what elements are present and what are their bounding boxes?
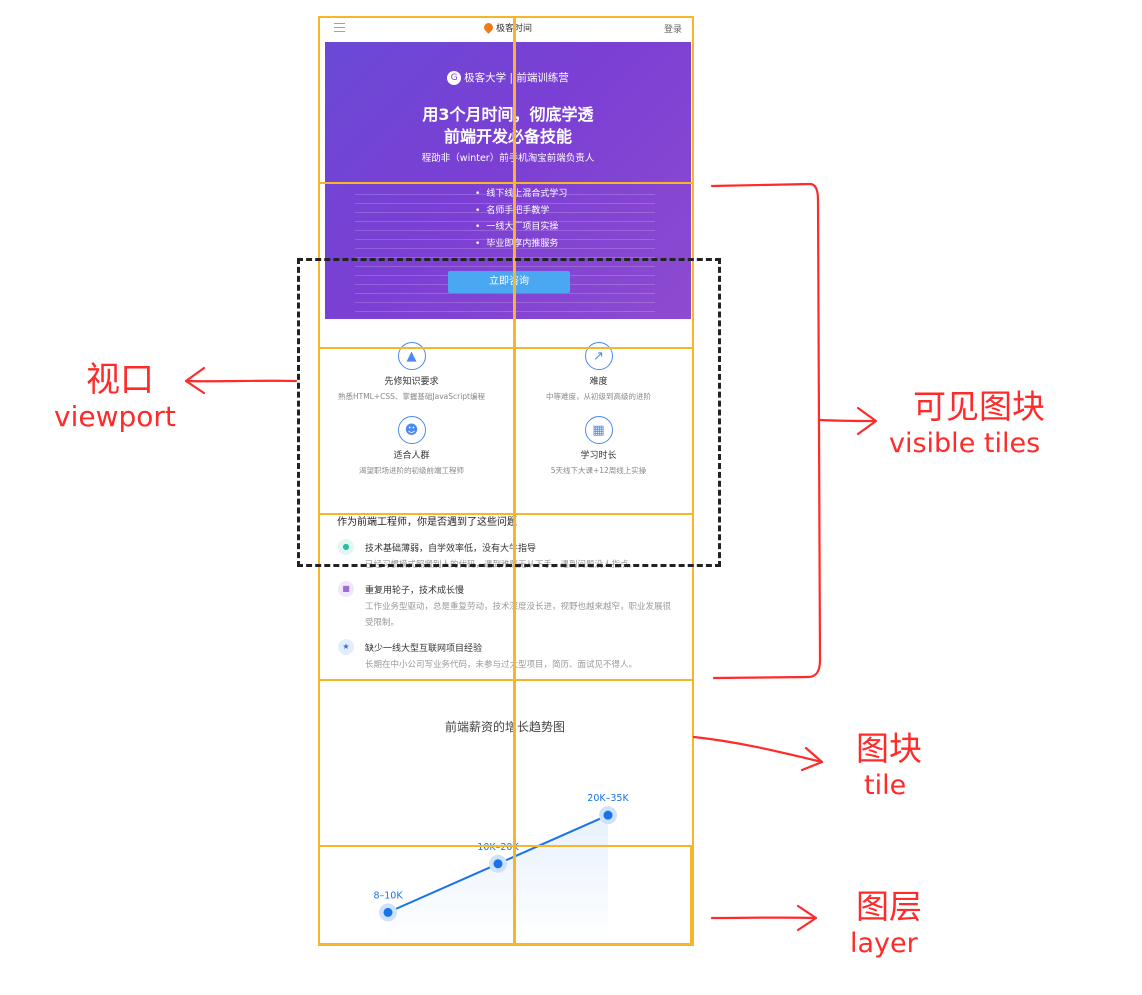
bullet-item: 名师手把手教学 [475, 203, 567, 220]
university-logo-icon: G [447, 71, 462, 85]
viewport-label-zh: 视口 [86, 360, 154, 400]
tile-divider [318, 182, 694, 184]
feature-prerequisites: ▲ 先修知识要求 熟悉HTML+CSS、掌握基础JavaScript编程 [318, 342, 505, 402]
tile-divider [318, 513, 694, 515]
chart-title: 前端薪资的增长趋势图 [444, 720, 565, 734]
bullet-item: 一线大厂项目实操 [475, 219, 567, 236]
feature-desc: 5天线下大课+12周线上实操 [550, 466, 647, 475]
tile-label-en: tile [864, 770, 907, 801]
feature-title: 先修知识要求 [384, 377, 439, 387]
document-icon: ■ [338, 581, 354, 597]
layer-label-zh: 图层 [856, 887, 922, 926]
tile-arrow-head [800, 746, 824, 772]
visible-tiles-arrow [818, 418, 876, 423]
person-icon: ● [338, 539, 354, 555]
chart-area [388, 815, 608, 946]
star-icon: ★ [338, 639, 354, 655]
feature-desc: 渴望职场进阶的初级前端工程师 [359, 466, 464, 475]
layer-outline [318, 16, 694, 946]
viewport-outline [297, 258, 721, 567]
headline-line-2: 前端开发必备技能 [443, 127, 572, 146]
data-point [603, 810, 613, 820]
calendar-icon: ▦ [584, 416, 613, 444]
visible-tiles-label-en: visible tiles [889, 428, 1041, 459]
feature-duration: ▦ 学习时长 5天线下大课+12周线上实操 [505, 416, 692, 476]
people-icon: ☻ [397, 416, 426, 444]
layer-tile-row [318, 845, 692, 945]
tile-label-zh: 图块 [856, 729, 922, 768]
data-label: 10K–20K [477, 842, 519, 853]
top-bar: 极客时间 登录 [318, 16, 692, 42]
chart-icon: ↗ [584, 342, 613, 370]
menu-icon[interactable] [334, 23, 345, 32]
banner-subhead: 程劭非（winter）前手机淘宝前端负责人 [421, 153, 595, 164]
salary-trend-chart: 8–10K 10K–20K 20K–35K [373, 793, 629, 946]
visible-tiles-bracket [710, 182, 822, 680]
problem-item: ■ 重复用轮子，技术成长慢 工作业务型驱动，总是重复劳动，技术深度没长进，视野也… [338, 581, 678, 641]
bullet-item: 线下线上混合式学习 [475, 186, 567, 203]
visible-tiles-label-zh: 可见图块 [913, 387, 1045, 426]
feature-audience: ☻ 适合人群 渴望职场进阶的初级前端工程师 [318, 416, 505, 476]
problem-title: 缺少一线大型互联网项目经验 [365, 644, 483, 654]
graduation-cap-icon: ▲ [397, 342, 426, 370]
visible-tiles-arrow-head [856, 406, 878, 436]
bullet-item: 毕业即享内推服务 [475, 236, 567, 253]
feature-title: 难度 [589, 377, 608, 387]
layer-arrow-head [796, 904, 818, 932]
problem-title: 技术基础薄弱，自学效率低，没有大牛指导 [365, 544, 537, 554]
feature-desc: 熟悉HTML+CSS、掌握基础JavaScript编程 [337, 392, 485, 401]
viewport-arrow [184, 379, 298, 383]
viewport-arrow-head [184, 366, 206, 395]
data-label: 8–10K [373, 890, 403, 901]
login-link[interactable]: 登录 [663, 25, 682, 35]
banner-bullets: 线下线上混合式学习 名师手把手教学 一线大厂项目实操 毕业即享内推服务 [475, 186, 567, 252]
tile-divider-vertical [513, 16, 516, 946]
data-label: 20K–35K [587, 793, 629, 804]
problem-item: ★ 缺少一线大型互联网项目经验 长期在中小公司写业务代码，未参与过大型项目，简历… [338, 639, 678, 679]
data-point [493, 859, 503, 869]
headline-line-1: 用3个月时间，彻底学透 [422, 105, 594, 124]
tile-divider [318, 679, 694, 681]
tile-arrow [692, 735, 824, 764]
tile-divider [318, 347, 694, 349]
problem-title: 重复用轮子，技术成长慢 [365, 586, 465, 596]
feature-title: 适合人群 [393, 451, 430, 461]
feature-title: 学习时长 [580, 451, 617, 461]
questions-title: 作为前端工程师，你是否遇到了这些问题 [337, 517, 517, 528]
layer-label-en: layer [850, 928, 918, 959]
viewport-label-en: viewport [54, 400, 176, 433]
feature-difficulty: ↗ 难度 中等难度，从初级到高级的进阶 [505, 342, 692, 402]
feature-desc: 中等难度，从初级到高级的进阶 [546, 392, 651, 401]
consult-button[interactable]: 立即咨询 [448, 271, 570, 293]
data-point [383, 907, 393, 917]
problem-desc: 工作业务型驱动，总是重复劳动，技术深度没长进，视野也越来越窄，职业发展很受限制。 [365, 602, 672, 628]
banner-headline: 用3个月时间，彻底学透 前端开发必备技能 [325, 104, 691, 148]
problem-desc: 长期在中小公司写业务代码，未参与过大型项目，简历、面试见不得人。 [365, 660, 638, 670]
